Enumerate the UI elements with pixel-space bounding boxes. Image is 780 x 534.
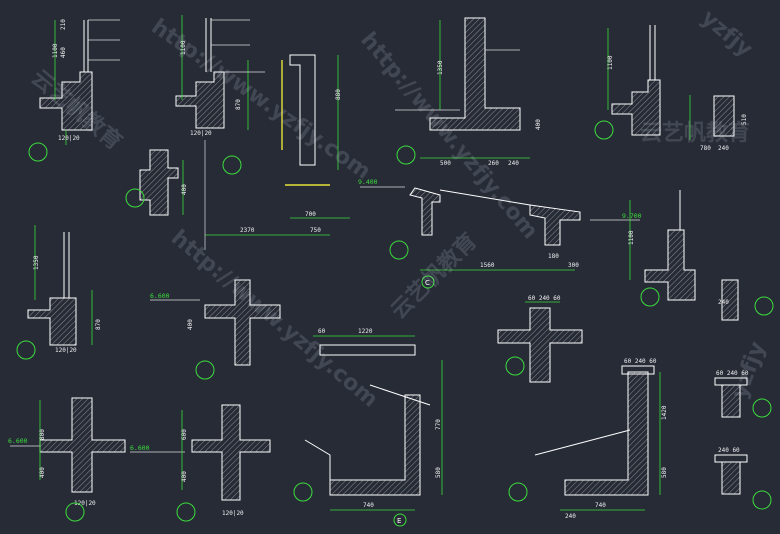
dim-text: 60: [318, 328, 326, 335]
dim-text: 740: [595, 502, 606, 509]
detail-tag: [640, 287, 660, 307]
dim-text: 1100: [628, 230, 635, 245]
dim-text: 240: [565, 513, 576, 520]
dim-text: 870: [95, 319, 102, 330]
dim-text: 240: [508, 160, 519, 167]
elevation-label: 6.600: [130, 444, 150, 452]
dim-text: 1350: [437, 60, 444, 75]
dim-text: 120|20: [74, 500, 96, 507]
dim-text: 240: [718, 299, 729, 306]
dim-text: 240: [718, 145, 729, 152]
tag-label: C: [425, 279, 430, 287]
detail-tag: [293, 482, 313, 502]
elevation-label: 6.600: [8, 437, 28, 445]
elevation-label: 9.400: [358, 178, 378, 186]
dim-text: 1350: [33, 255, 40, 270]
dim-text: 2370: [240, 227, 255, 234]
dim-text: 1100: [180, 40, 187, 55]
detail-13-section: 60 240 60 1420 580 740 240: [508, 358, 668, 520]
elevation-label: 6.600: [150, 292, 170, 300]
watermark-cn: 云艺帆教育: [386, 228, 482, 324]
watermark-url: http://www.yzfjy.com: [166, 225, 382, 412]
detail-tag: [752, 490, 772, 510]
dim-text: 460: [60, 47, 67, 58]
dim-text: 260: [488, 160, 499, 167]
detail-tag-c: [421, 275, 435, 289]
detail-tag: [65, 502, 85, 522]
detail-9-section: 1350 870 120|20: [16, 225, 102, 360]
detail-tag: [754, 296, 774, 316]
dim-text: 580: [661, 467, 668, 478]
dim-text: 120|20: [55, 347, 77, 354]
watermark-layer: http://www.yzfjy.com http://www.yzfjy.co…: [26, 5, 771, 412]
dim-text: 740: [363, 502, 374, 509]
dim-text: 210: [60, 19, 67, 30]
dim-text: 510: [741, 114, 748, 125]
dim-text: 580: [435, 467, 442, 478]
detail-11-section: 1220 770 580 740 60 E: [293, 328, 443, 527]
detail-12-section: 60 240 60: [497, 295, 583, 383]
watermark-brand: yzfjy: [696, 5, 757, 62]
dim-text: 400: [187, 319, 194, 330]
dim-text: 1100: [607, 55, 614, 70]
detail-tag: [389, 240, 409, 260]
dim-text: 750: [310, 227, 321, 234]
dim-text: 1560: [480, 262, 495, 269]
dim-text: 600: [181, 429, 188, 440]
detail-tag: [195, 360, 215, 380]
dim-text: 1100: [52, 43, 59, 58]
dim-text: 60 240 60: [624, 358, 657, 365]
dim-text: 770: [435, 419, 442, 430]
dim-text: 1220: [358, 328, 373, 335]
detail-6-section: 400: [125, 149, 188, 216]
detail-tag: [28, 142, 48, 162]
watermark-url: http://www.yzfjy.com: [355, 28, 542, 244]
detail-tag: [16, 340, 36, 360]
dim-text: 700: [305, 211, 316, 218]
detail-tag: [396, 145, 416, 165]
dim-text: 800: [39, 429, 46, 440]
dim-text: 60 240 60: [528, 295, 561, 302]
detail-1-section: 1100 210 460 120|20: [28, 19, 120, 162]
detail-7-section: 9.400 9.700 1560 180 300 C: [358, 178, 642, 289]
detail-tag: [752, 398, 772, 418]
detail-tag: [594, 120, 614, 140]
detail-8-section: 1100 240: [628, 190, 774, 321]
detail-4-section: 1350 400 500 260 240: [395, 17, 542, 167]
dim-text: 400: [181, 471, 188, 482]
dim-text: 1420: [661, 405, 668, 420]
dim-text: 120|20: [222, 510, 244, 517]
dim-text: 780: [700, 145, 711, 152]
detail-17-section: 6.600 600 400 120|20: [130, 404, 271, 522]
detail-tag: [176, 502, 196, 522]
tag-label: E: [397, 517, 401, 525]
detail-tag: [222, 155, 242, 175]
detail-16-section: 6.600 800 400 120|20: [8, 397, 126, 522]
dim-text: 500: [440, 160, 451, 167]
watermark-cn: 云艺帆教育: [640, 120, 750, 146]
dim-text: 240 60: [718, 447, 740, 454]
detail-14-section: 60 240 60 240 60: [714, 370, 772, 510]
detail-5-section: 1100 780 510 240: [594, 25, 748, 152]
dim-text: 120|20: [58, 135, 80, 142]
detail-tag: [125, 188, 145, 208]
dim-text: 60 240 60: [716, 370, 749, 377]
dim-text: 400: [181, 184, 188, 195]
detail-tag-e: [393, 513, 407, 527]
detail-tag: [508, 482, 528, 502]
dim-text: 400: [39, 467, 46, 478]
dim-text: 870: [235, 99, 242, 110]
dim-text: 880: [335, 89, 342, 100]
dim-text: 120|20: [190, 130, 212, 137]
detail-3-section: 2370 750 700 880: [204, 54, 350, 250]
dim-text: 400: [535, 119, 542, 130]
detail-tag: [505, 356, 525, 376]
dim-text: 180: [548, 253, 559, 260]
detail-2-section: 1100 870 120|20: [175, 15, 265, 175]
elevation-label: 9.700: [622, 212, 642, 220]
detail-10-section: 6.600 400: [150, 279, 281, 380]
dim-text: 300: [568, 262, 579, 269]
